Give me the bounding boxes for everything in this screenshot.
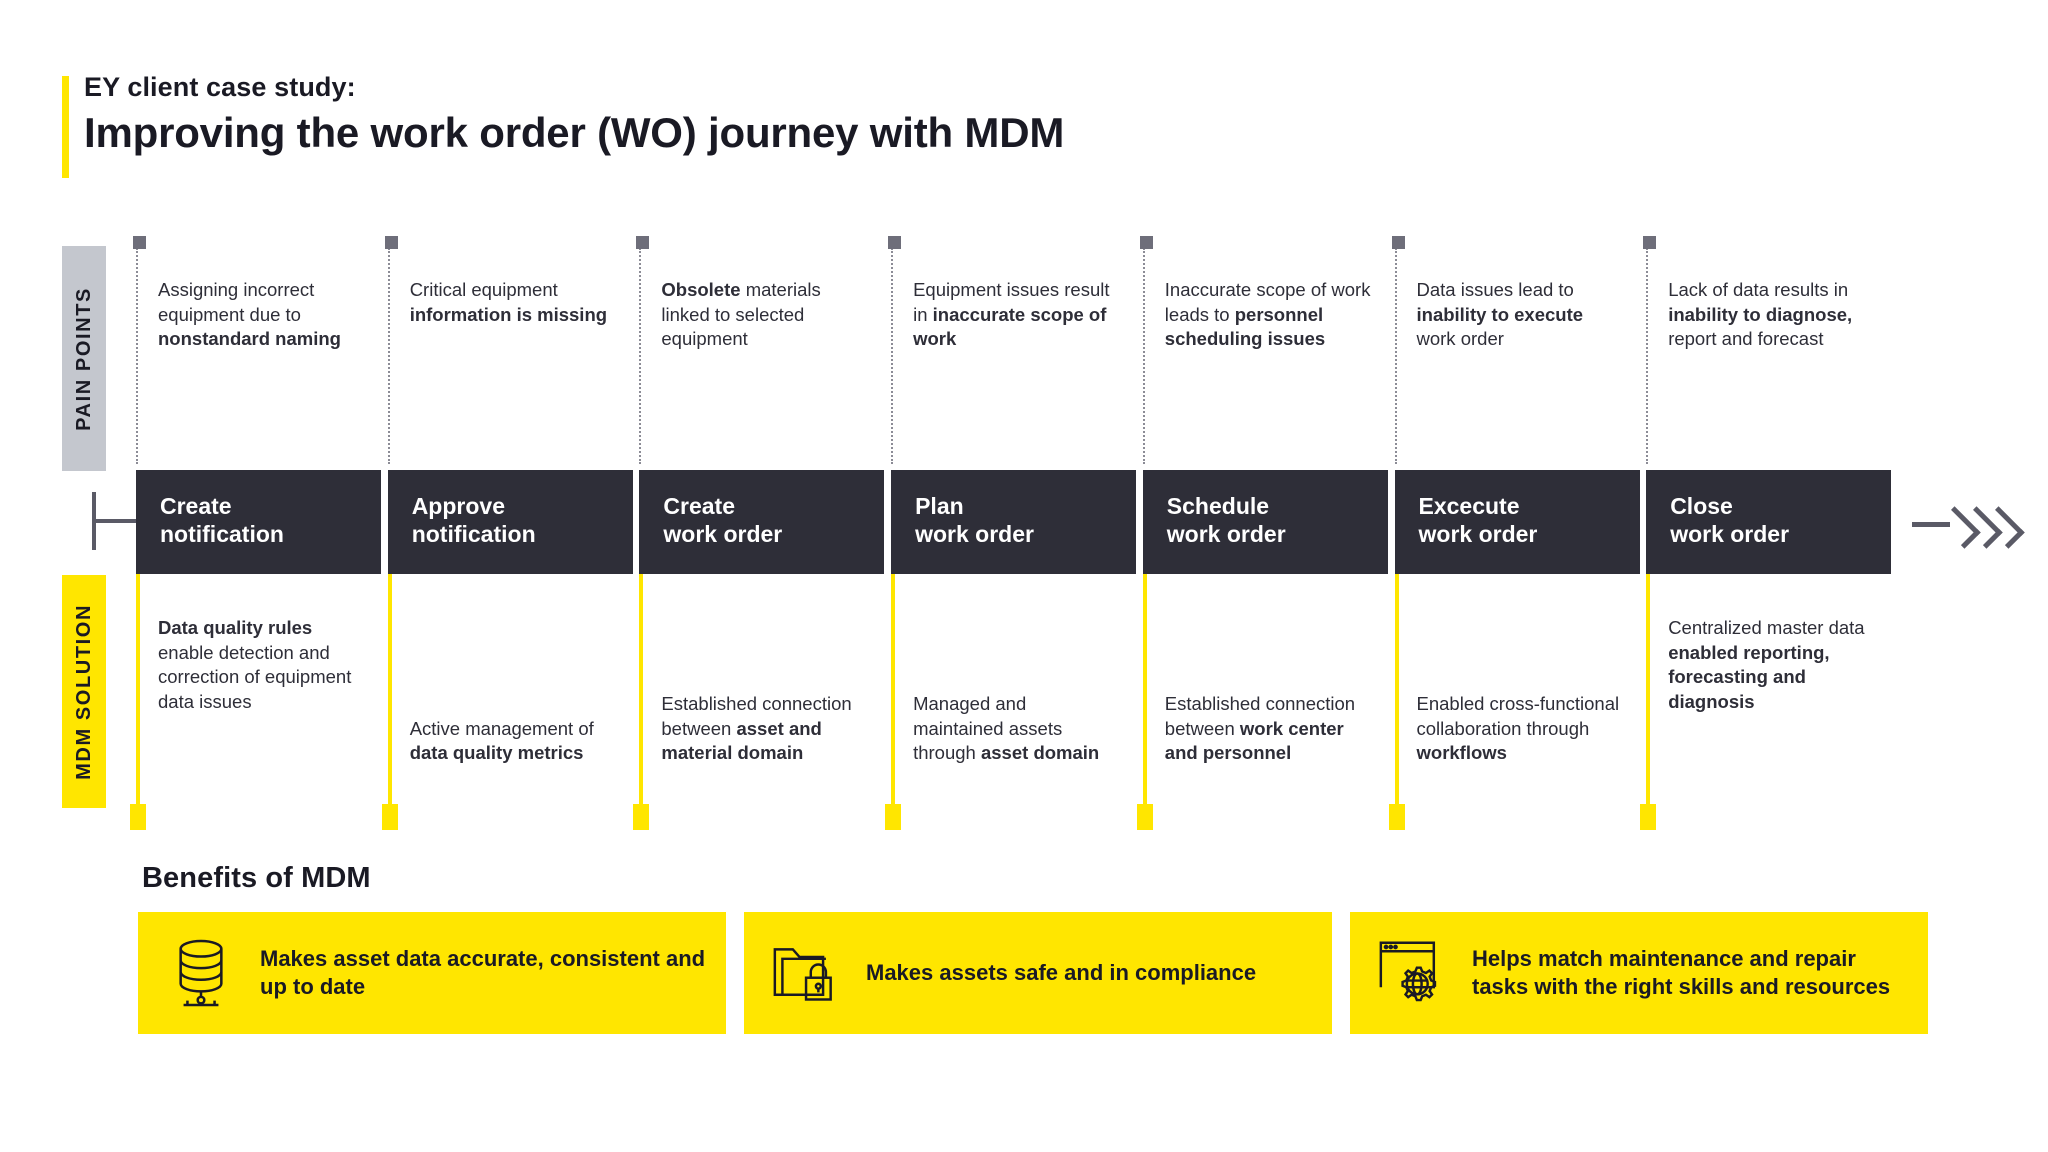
process-step-line-2: work order <box>663 521 783 548</box>
pain-point-connector <box>636 236 650 464</box>
mdm-connector-marker <box>885 804 902 830</box>
pain-point-connector <box>133 236 146 464</box>
mdm-connector <box>1646 574 1651 812</box>
pain-point-connector <box>384 236 398 464</box>
pain-point-marker <box>1139 236 1153 249</box>
process-step-line-1: Create <box>663 493 735 519</box>
mdm-connector-marker <box>381 804 398 830</box>
rail-mdm-solution-label: MDM SOLUTION <box>72 603 95 780</box>
pain-point-text: Equipment issues result in inaccurate sc… <box>913 279 1110 350</box>
pain-point-text: Inaccurate scope of work leads to person… <box>1164 279 1371 350</box>
pain-point-marker <box>1643 236 1657 249</box>
process-step-line-1: Schedule <box>1166 493 1270 519</box>
pain-point-connector <box>1391 236 1405 464</box>
process-step-line-2: work order <box>1166 521 1286 548</box>
browser-gear-globe-icon <box>1376 931 1450 1015</box>
pain-point-marker <box>888 236 902 249</box>
mdm-solution-text: Established connection between work cent… <box>1164 693 1356 764</box>
benefits-row: Makes asset data accurate, consistent an… <box>138 912 1928 1034</box>
process-step-line-2: notification <box>160 521 284 548</box>
pain-point-text: Obsolete materials linked to selected eq… <box>661 279 821 350</box>
benefit-card: Helps match maintenance and repair tasks… <box>1350 912 1928 1034</box>
pain-point-marker <box>384 236 398 249</box>
mdm-solution-text: Data quality rules enable detection and … <box>158 617 352 712</box>
pain-point-text: Data issues lead to inability to execute… <box>1416 279 1584 350</box>
benefit-label: Makes asset data accurate, consistent an… <box>260 945 706 999</box>
journey-column: Assigning incorrect equipment due to non… <box>130 236 388 830</box>
mdm-connector <box>136 574 140 812</box>
mdm-connector <box>1394 574 1399 812</box>
mdm-connector <box>891 574 896 812</box>
rail-bracket-horizontal <box>92 519 142 523</box>
pain-point-connector <box>1643 236 1657 464</box>
pain-point-text: Critical equipment information is missin… <box>409 279 608 325</box>
chevron-tail <box>1912 522 1950 527</box>
journey-column: Equipment issues result in inaccurate sc… <box>885 236 1143 830</box>
mdm-connector-marker <box>1136 804 1153 830</box>
rail-mdm-solution: MDM SOLUTION <box>62 575 106 808</box>
mdm-solution-text: Managed and maintained assets through as… <box>913 693 1100 764</box>
mdm-connector-marker <box>633 804 650 830</box>
mdm-solution-text: Centralized master data enabled reportin… <box>1668 617 1865 712</box>
pain-point-connector <box>888 236 902 464</box>
process-step-line-2: work order <box>1670 521 1790 548</box>
rail-bracket <box>92 492 142 550</box>
process-step-line-1: Approve <box>411 493 505 519</box>
process-step-line-1: Close <box>1670 493 1733 519</box>
process-step-line-2: notification <box>411 521 536 548</box>
pain-point-text: Lack of data results in inability to dia… <box>1668 279 1853 350</box>
pain-point-text: Assigning incorrect equipment due to non… <box>158 279 341 350</box>
benefit-card: Makes asset data accurate, consistent an… <box>138 912 726 1034</box>
journey-columns: Assigning incorrect equipment due to non… <box>130 236 1898 830</box>
pain-point-marker <box>1391 236 1405 249</box>
journey-column: Lack of data results in inability to dia… <box>1640 236 1898 830</box>
mdm-connector-marker <box>1640 804 1657 830</box>
process-step-line-2: work order <box>915 521 1034 548</box>
mdm-connector <box>1142 574 1147 812</box>
title-accent-rule <box>62 76 69 178</box>
database-icon <box>164 931 238 1015</box>
title-block: EY client case study: Improving the work… <box>62 72 1065 178</box>
mdm-connector <box>387 574 392 812</box>
mdm-connector-marker <box>130 804 146 830</box>
page-title: Improving the work order (WO) journey wi… <box>84 109 1065 157</box>
mdm-solution-text: Established connection between asset and… <box>661 693 852 764</box>
journey-column: Critical equipment information is missin… <box>381 236 640 830</box>
process-step-line-2: work order <box>1418 521 1538 548</box>
journey-column: Data issues lead to inability to execute… <box>1388 236 1647 830</box>
process-step-line-1: Plan <box>915 493 964 519</box>
journey-column: Obsolete materials linked to selected eq… <box>633 236 891 830</box>
pain-point-connector <box>1139 236 1153 464</box>
mdm-solution-text: Enabled cross-functional collaboration t… <box>1416 693 1620 764</box>
pain-point-marker <box>636 236 650 249</box>
triple-chevron-right-icon <box>1912 505 2038 549</box>
benefits-heading: Benefits of MDM <box>142 862 371 894</box>
mdm-solution-text: Active management of data quality metric… <box>409 717 594 764</box>
benefit-label: Makes assets safe and in compliance <box>866 959 1257 985</box>
folder-lock-icon <box>770 931 844 1015</box>
benefit-label: Helps match maintenance and repair tasks… <box>1472 945 1891 999</box>
process-step-line-1: Create <box>160 493 232 519</box>
mdm-connector <box>639 574 644 812</box>
rail-pain-points-label: PAIN POINTS <box>72 286 95 431</box>
rail-pain-points: PAIN POINTS <box>62 246 106 471</box>
journey-column: Inaccurate scope of work leads to person… <box>1136 236 1395 830</box>
pain-point-marker <box>133 236 146 249</box>
benefit-card: Makes assets safe and in compliance <box>744 912 1332 1034</box>
mdm-connector-marker <box>1388 804 1405 830</box>
eyebrow-text: EY client case study: <box>84 72 356 102</box>
process-step-line-1: Excecute <box>1418 493 1520 519</box>
